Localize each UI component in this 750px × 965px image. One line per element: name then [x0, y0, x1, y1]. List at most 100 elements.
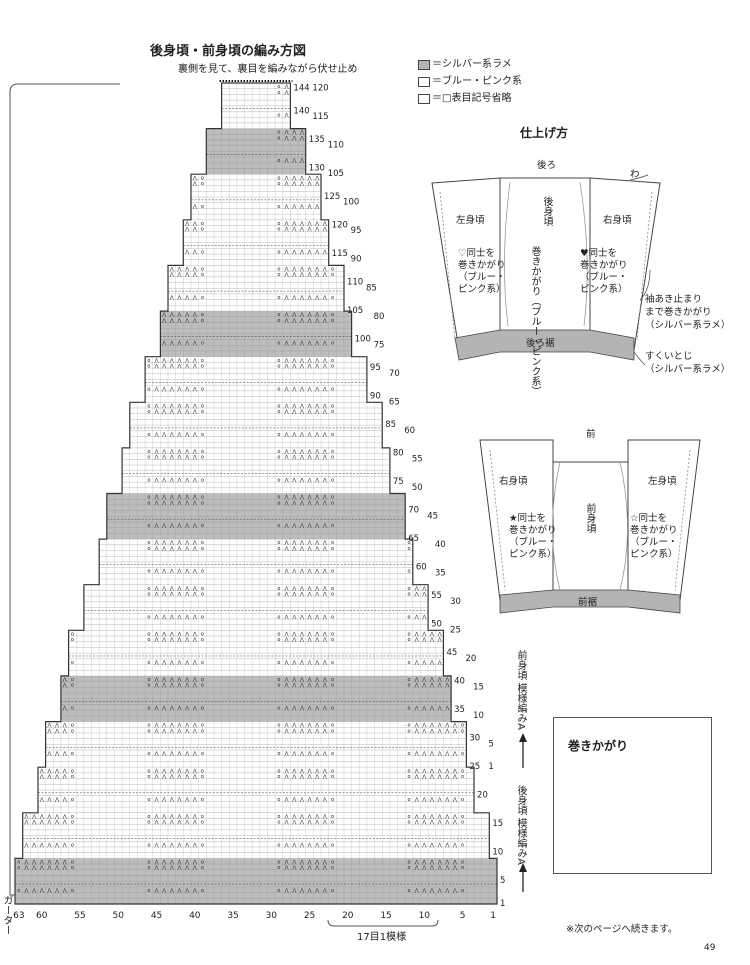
yarn-over-symbol: o — [331, 267, 334, 273]
chart-row-band — [206, 140, 306, 146]
yarn-over-symbol: o — [277, 888, 280, 894]
decrease-symbol: ⋀ — [176, 865, 182, 871]
decrease-symbol: ⋀ — [307, 181, 313, 187]
decrease-symbol: ⋀ — [284, 546, 290, 552]
decrease-symbol: ⋀ — [322, 312, 328, 318]
decrease-symbol: ⋀ — [169, 631, 175, 637]
yarn-over-symbol: o — [71, 842, 74, 848]
decrease-symbol: ⋀ — [299, 272, 305, 278]
yarn-over-symbol: o — [331, 540, 334, 546]
decrease-symbol: ⋀ — [184, 706, 190, 712]
row-label-back: 10 — [492, 848, 503, 858]
decrease-symbol: ⋀ — [414, 706, 420, 712]
decrease-symbol: ⋀ — [46, 774, 52, 780]
chart-row-band — [45, 738, 467, 745]
decrease-symbol: ⋀ — [161, 540, 167, 546]
decrease-symbol: ⋀ — [444, 774, 450, 780]
decrease-symbol: ⋀ — [192, 455, 198, 461]
row-label-front: 10 — [473, 711, 484, 721]
chart-row-band — [122, 459, 390, 465]
decrease-symbol: ⋀ — [314, 363, 320, 369]
back-center-panel-label: 後身頃 — [541, 196, 552, 226]
decrease-symbol: ⋀ — [314, 631, 320, 637]
yarn-over-symbol: o — [461, 728, 464, 734]
yarn-over-symbol: o — [201, 403, 204, 409]
decrease-symbol: ⋀ — [176, 272, 182, 278]
chart-row-band — [122, 447, 390, 454]
decrease-symbol: ⋀ — [153, 386, 159, 392]
decrease-symbol: ⋀ — [161, 677, 167, 683]
decrease-symbol: ⋀ — [307, 267, 313, 273]
decrease-symbol: ⋀ — [176, 768, 182, 774]
decrease-symbol: ⋀ — [437, 660, 443, 666]
decrease-symbol: ⋀ — [452, 859, 458, 865]
decrease-symbol: ⋀ — [452, 842, 458, 848]
chart-row-band — [99, 561, 413, 568]
decrease-symbol: ⋀ — [176, 540, 182, 546]
decrease-symbol: ⋀ — [184, 449, 190, 455]
decrease-symbol: ⋀ — [437, 677, 443, 683]
yarn-over-symbol: o — [277, 723, 280, 729]
decrease-symbol: ⋀ — [169, 859, 175, 865]
decrease-symbol: ⋀ — [176, 569, 182, 575]
decrease-symbol: ⋀ — [62, 723, 68, 729]
decrease-symbol: ⋀ — [307, 814, 313, 820]
decrease-symbol: ⋀ — [421, 797, 427, 803]
decrease-symbol: ⋀ — [299, 495, 305, 501]
row-label-front: 85 — [366, 283, 377, 293]
yarn-over-symbol: o — [331, 386, 334, 392]
decrease-symbol: ⋀ — [299, 797, 305, 803]
yarn-over-symbol: o — [277, 272, 280, 278]
decrease-symbol: ⋀ — [429, 637, 435, 643]
decrease-symbol: ⋀ — [291, 614, 297, 620]
yarn-over-symbol: o — [277, 477, 280, 483]
yarn-over-symbol: o — [277, 546, 280, 552]
decrease-symbol: ⋀ — [299, 227, 305, 233]
decrease-symbol: ⋀ — [284, 569, 290, 575]
chart-row-band — [160, 339, 352, 346]
decrease-symbol: ⋀ — [153, 523, 159, 529]
yarn-over-symbol: o — [407, 614, 410, 620]
row-label-front: 70 — [389, 369, 400, 379]
decrease-symbol: ⋀ — [299, 403, 305, 409]
decrease-symbol: ⋀ — [322, 774, 328, 780]
decrease-symbol: ⋀ — [291, 221, 297, 227]
decrease-symbol: ⋀ — [169, 751, 175, 757]
decrease-symbol: ⋀ — [307, 312, 313, 318]
decrease-symbol: ⋀ — [192, 403, 198, 409]
decrease-symbol: ⋀ — [299, 358, 305, 364]
chart-row-band — [83, 601, 429, 608]
decrease-symbol: ⋀ — [307, 888, 313, 894]
yarn-over-symbol: o — [71, 677, 74, 683]
decrease-symbol: ⋀ — [46, 865, 52, 871]
decrease-symbol: ⋀ — [62, 814, 68, 820]
decrease-symbol: ⋀ — [314, 569, 320, 575]
chart-row-band — [183, 254, 329, 260]
chart-row-band — [129, 430, 383, 437]
decrease-symbol: ⋀ — [284, 158, 290, 164]
yarn-over-symbol: o — [331, 341, 334, 347]
yarn-over-symbol: o — [461, 888, 464, 894]
chart-row-band — [99, 544, 413, 551]
decrease-symbol: ⋀ — [176, 358, 182, 364]
decrease-symbol: ⋀ — [421, 637, 427, 643]
row-label-front: 35 — [435, 568, 446, 578]
row-label-front: 105 — [328, 169, 344, 179]
decrease-symbol: ⋀ — [192, 546, 198, 552]
decrease-symbol: ⋀ — [54, 859, 60, 865]
row-label-back: 105 — [347, 306, 363, 316]
chart-row-band — [68, 636, 444, 642]
yarn-over-symbol: o — [331, 683, 334, 689]
chart-row-band — [160, 350, 352, 357]
yarn-over-symbol: o — [331, 455, 334, 461]
yarn-over-symbol: o — [331, 814, 334, 820]
decrease-symbol: ⋀ — [414, 683, 420, 689]
row-label-back: 5 — [500, 876, 505, 886]
decrease-symbol: ⋀ — [39, 859, 45, 865]
chart-row-band — [160, 345, 352, 351]
yarn-over-symbol: o — [407, 859, 410, 865]
decrease-symbol: ⋀ — [307, 272, 313, 278]
decrease-symbol: ⋀ — [169, 637, 175, 643]
decrease-symbol: ⋀ — [421, 614, 427, 620]
row-label-front: 80 — [374, 312, 385, 322]
